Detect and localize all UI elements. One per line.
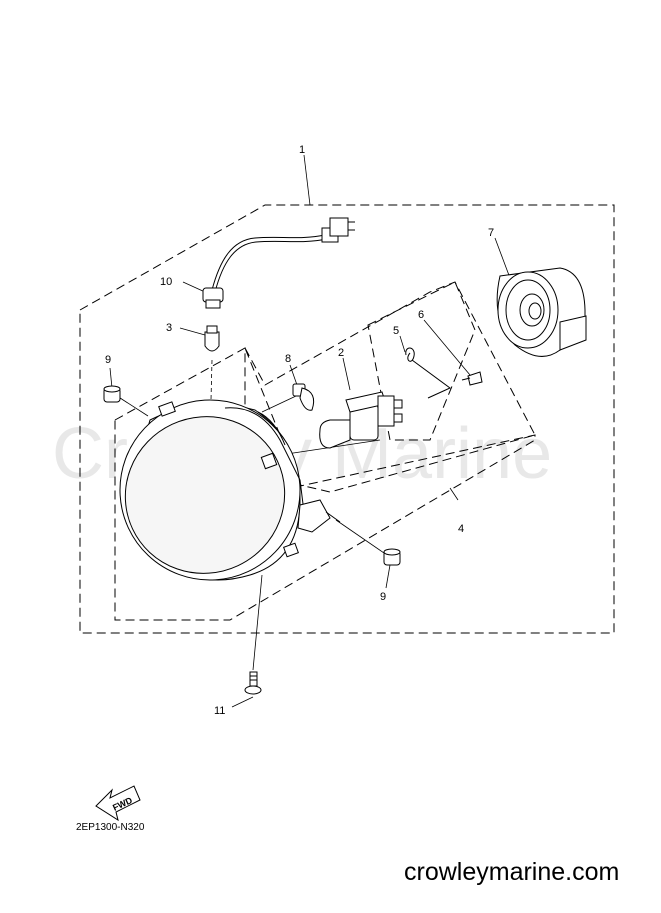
callout-2: 2: [338, 347, 344, 359]
forward-arrow-icon: FWD: [95, 785, 141, 822]
callout-7: 7: [488, 227, 494, 239]
callout-9-upper: 9: [105, 354, 111, 366]
callout-3: 3: [166, 322, 172, 334]
position-bulb: [204, 325, 220, 352]
headlight-housing: [119, 399, 341, 581]
callout-11: 11: [214, 705, 225, 717]
callout-5: 5: [393, 325, 399, 337]
callout-4: 4: [458, 523, 464, 535]
diagram-code: 2EP1300-N320: [76, 822, 145, 833]
callout-10: 10: [160, 276, 172, 288]
callout-6: 6: [418, 309, 424, 321]
spring-clip: [405, 347, 451, 399]
bulb-socket: [202, 287, 224, 309]
callout-9-lower: 9: [380, 591, 386, 603]
screw: [244, 671, 262, 695]
adjusting-screw: [461, 371, 483, 386]
callout-1: 1: [299, 144, 305, 156]
bulb-group-boundary: [244, 281, 536, 493]
headlight-bulb: [319, 391, 403, 449]
site-url: crowleymarine.com: [404, 858, 620, 886]
lens-unit-boundary: [114, 347, 536, 621]
bulb-cap: [292, 383, 315, 411]
grommet-lower: [383, 548, 401, 566]
callout-8: 8: [285, 353, 291, 365]
callout-labels: 1 2 3 4 5 6 7 8 9 9 10 11: [105, 144, 494, 717]
rear-cover: [496, 267, 587, 357]
wiring-harness: [211, 217, 355, 293]
grommet-upper: [103, 385, 121, 403]
assembly-1-boundary: [79, 204, 615, 634]
